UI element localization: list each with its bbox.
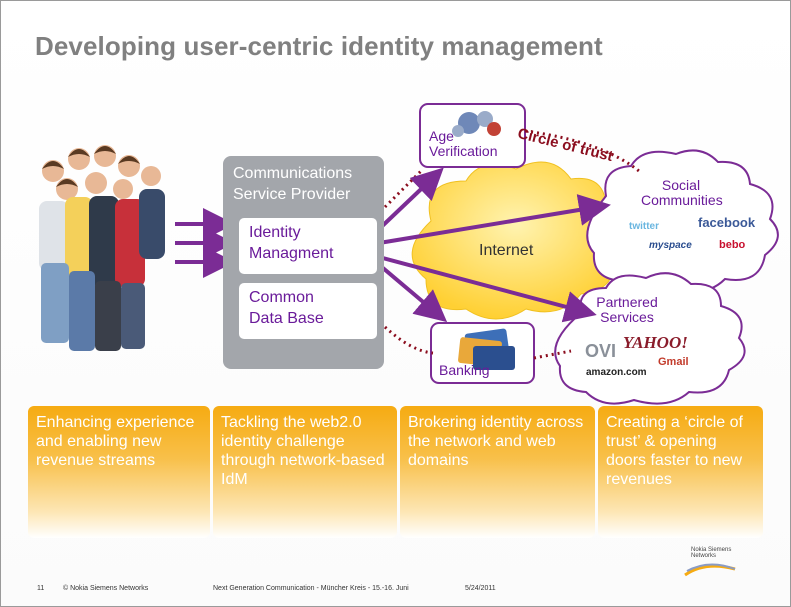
internet-label: Internet [479, 242, 534, 259]
gears-illustration [452, 111, 501, 137]
social-communities-label: Social Communities [641, 177, 723, 208]
csp-title-line1: Communications [233, 165, 353, 182]
footer-date: 5/24/2011 [465, 585, 496, 592]
nsn-logo-line2: Networks [691, 553, 717, 559]
banking-label: Banking [439, 362, 490, 378]
benefit-band-1: Enhancing experience and enabling new re… [28, 406, 210, 538]
identity-management-box: Identity Managment [239, 218, 377, 274]
gmail-logo: Gmail [658, 356, 689, 368]
benefit-band-4-text: Creating a ‘circle of trust’ & opening d… [606, 414, 743, 488]
footer-page-number: 11 [37, 585, 45, 592]
twitter-logo: twitter [629, 221, 659, 232]
slide-title: Developing user-centric identity managem… [35, 31, 603, 61]
csp-title-line2: Service Provider [233, 186, 351, 203]
yahoo-logo: YAHOO! [623, 333, 688, 352]
partners-line1: Partnered [596, 294, 658, 310]
bebo-logo: bebo [719, 239, 746, 251]
common-database-line2: Data Base [249, 310, 324, 327]
nsn-logo-swoosh [684, 563, 736, 577]
common-database-line1: Common [249, 289, 314, 306]
benefit-band-3-text: Brokering identity across the network an… [408, 414, 584, 469]
nsn-logo: Nokia Siemens Networks [681, 545, 735, 573]
age-verification-line2: Verification [429, 143, 498, 159]
benefit-band-2: Tackling the web2.0 identity challenge t… [213, 406, 397, 538]
identity-management-line1: Identity [249, 224, 301, 241]
people-group-illustration [39, 145, 165, 351]
credit-cards-illustration [458, 328, 515, 370]
age-verification-line1: Age [429, 128, 454, 144]
nsn-logo-text: Nokia Siemens Networks [691, 547, 731, 559]
benefit-band-2-text: Tackling the web2.0 identity challenge t… [221, 414, 385, 488]
age-verification-box [419, 103, 526, 168]
benefit-band-1-text: Enhancing experience and enabling new re… [36, 414, 195, 469]
incoming-arrows [175, 208, 235, 278]
myspace-logo: myspace [649, 240, 692, 251]
amazon-logo: amazon.com [586, 367, 647, 378]
partnered-services-cloud [554, 272, 746, 405]
outgoing-arrows [375, 167, 611, 323]
nsn-logo-line1: Nokia Siemens [691, 547, 732, 553]
csp-title: Communications Service Provider [233, 163, 383, 205]
social-communities-cloud [586, 149, 779, 294]
footer-event: Next Generation Communication - Müncher … [213, 585, 409, 592]
common-database-box: Common Data Base [239, 283, 377, 339]
benefit-band-3: Brokering identity across the network an… [400, 406, 595, 538]
ovi-logo: OVI [585, 341, 617, 361]
partnered-services-label: Partnered Services [587, 295, 667, 325]
social-line2: Communities [641, 192, 723, 208]
footer-company: © Nokia Siemens Networks [63, 585, 149, 592]
social-line1: Social [661, 177, 701, 193]
partners-line2: Services [600, 309, 654, 325]
benefit-band-4: Creating a ‘circle of trust’ & opening d… [598, 406, 763, 538]
facebook-logo: facebook [698, 215, 756, 230]
age-verification-label: Age Verification [429, 129, 519, 159]
identity-management-line2: Managment [249, 245, 334, 262]
